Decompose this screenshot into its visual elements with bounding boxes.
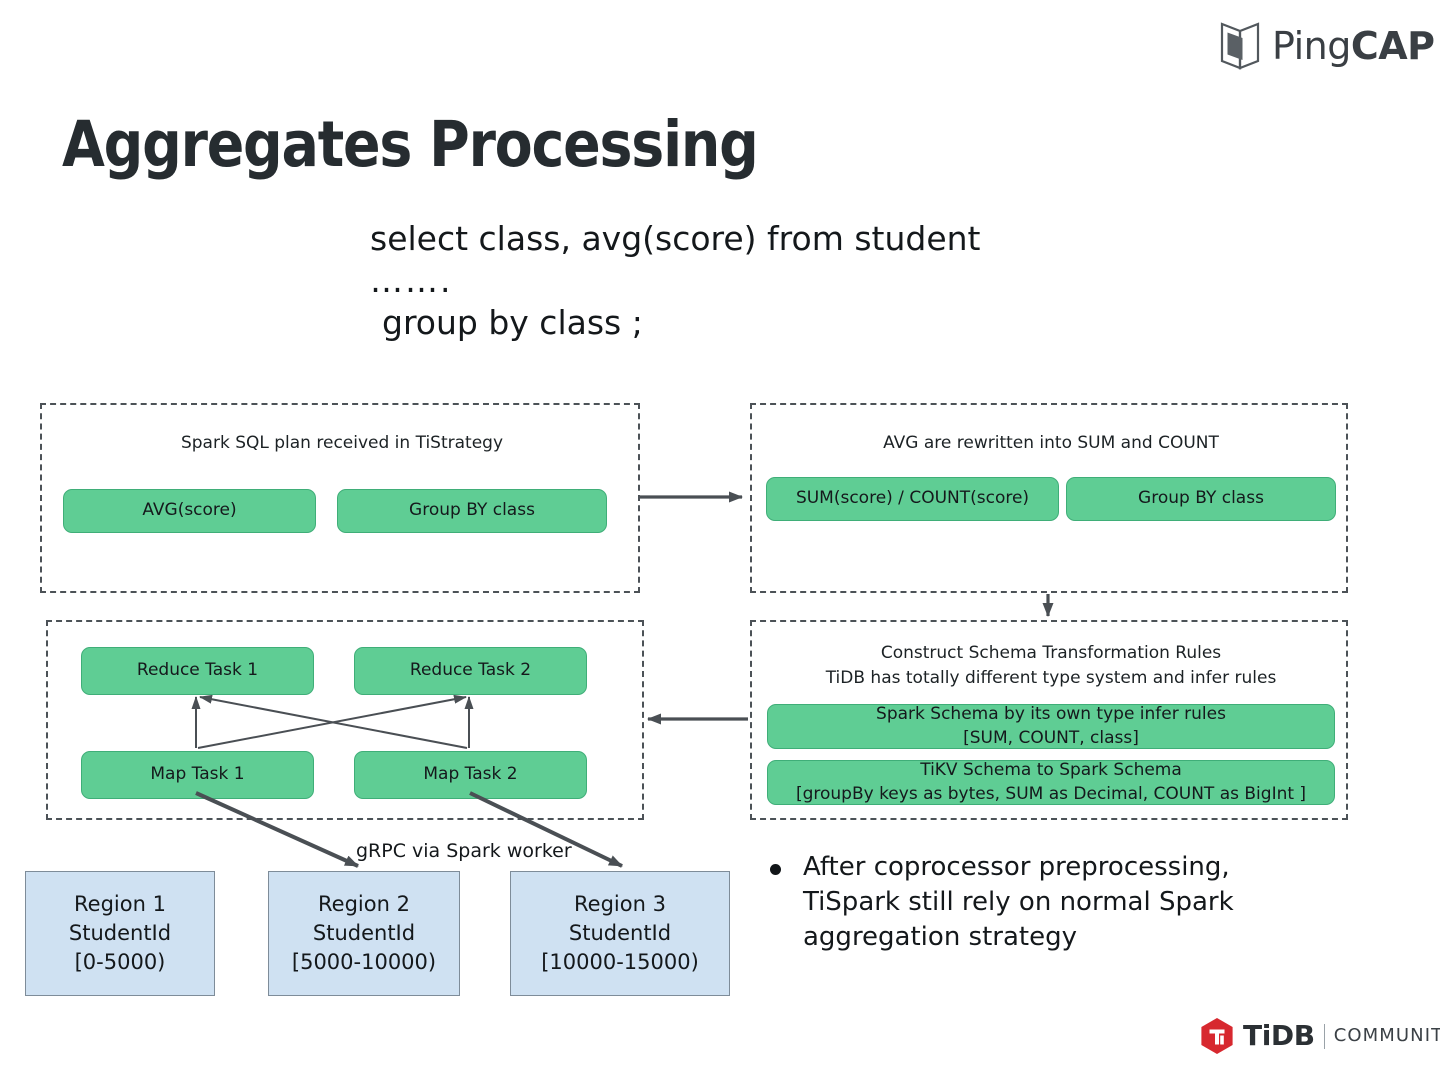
region-box-3-key: StudentId bbox=[568, 921, 672, 946]
sql-query-line-1: select class, avg(score) from student bbox=[370, 219, 981, 258]
node-reduce-task-1[interactable]: Reduce Task 1 bbox=[81, 647, 314, 695]
tidb-hex-icon bbox=[1200, 1017, 1234, 1055]
pingcap-word-cap: CAP bbox=[1350, 24, 1435, 68]
node-group-by-class-left[interactable]: Group BY class bbox=[337, 489, 607, 533]
node-avg-score[interactable]: AVG(score) bbox=[63, 489, 316, 533]
node-sum-count-score[interactable]: SUM(score) / COUNT(score) bbox=[766, 477, 1059, 521]
bullet-note-text: After coprocessor preprocessing, TiSpark… bbox=[803, 852, 1234, 953]
tidb-community-logo: TiDB COMMUNITY bbox=[1200, 1016, 1440, 1056]
page-title: Aggregates Processing bbox=[62, 108, 759, 181]
node-group-by-class-right[interactable]: Group BY class bbox=[1066, 477, 1336, 521]
region-box-3-range: [10000-15000) bbox=[541, 949, 699, 974]
panel-avg-rewrite-title: AVG are rewritten into SUM and COUNT bbox=[883, 433, 1219, 453]
region-box-2-name: Region 2 bbox=[318, 892, 410, 917]
panel-spark-sql-plan: Spark SQL plan received in TiStrategy AV… bbox=[40, 403, 640, 593]
panel-schema-rules-title: Construct Schema Transformation Rules Ti… bbox=[825, 643, 1277, 688]
bullet-note: After coprocessor preprocessing, TiSpark… bbox=[770, 850, 1300, 955]
pingcap-wordmark: PingCAP bbox=[1272, 27, 1435, 65]
sql-query-line-3: group by class ; bbox=[382, 303, 643, 343]
sql-query-block: select class, avg(score) from student ……… bbox=[370, 218, 1190, 345]
panel-avg-rewrite: AVG are rewritten into SUM and COUNT SUM… bbox=[750, 403, 1348, 593]
region-box-3[interactable]: Region 3 StudentId [10000-15000) bbox=[510, 871, 730, 996]
pingcap-logo: PingCAP bbox=[1218, 18, 1435, 74]
region-box-2-key: StudentId bbox=[312, 921, 416, 946]
pingcap-mark-icon bbox=[1218, 20, 1262, 72]
node-spark-schema-infer-rules[interactable]: Spark Schema by its own type infer rules… bbox=[767, 704, 1335, 749]
panel-spark-sql-plan-title: Spark SQL plan received in TiStrategy bbox=[180, 433, 504, 453]
panel-map-reduce: Reduce Task 1 Reduce Task 2 Map Task 1 M… bbox=[46, 620, 644, 820]
region-box-1-name: Region 1 bbox=[74, 892, 166, 917]
tidb-logo-divider bbox=[1323, 1023, 1325, 1049]
bullet-dot-icon bbox=[770, 864, 781, 875]
tidb-community-word: COMMUNITY bbox=[1333, 1025, 1440, 1046]
region-box-2-range: [5000-10000) bbox=[291, 949, 437, 974]
pingcap-word-ping: Ping bbox=[1272, 24, 1351, 68]
sql-query-line-2: ……. bbox=[370, 261, 453, 301]
region-box-3-name: Region 3 bbox=[574, 892, 666, 917]
tidb-wordmark: TiDB bbox=[1243, 1019, 1315, 1052]
region-box-2[interactable]: Region 2 StudentId [5000-10000) bbox=[268, 871, 460, 996]
region-box-1-range: [0-5000) bbox=[74, 949, 166, 974]
region-box-1[interactable]: Region 1 StudentId [0-5000) bbox=[25, 871, 215, 996]
node-map-task-1[interactable]: Map Task 1 bbox=[81, 751, 314, 799]
region-box-1-key: StudentId bbox=[68, 921, 172, 946]
node-tikv-schema-to-spark-schema[interactable]: TiKV Schema to Spark Schema [groupBy key… bbox=[767, 760, 1335, 805]
node-map-task-2[interactable]: Map Task 2 bbox=[354, 751, 587, 799]
grpc-label: gRPC via Spark worker bbox=[356, 840, 572, 862]
node-reduce-task-2[interactable]: Reduce Task 2 bbox=[354, 647, 587, 695]
panel-schema-rules: Construct Schema Transformation Rules Ti… bbox=[750, 620, 1348, 820]
